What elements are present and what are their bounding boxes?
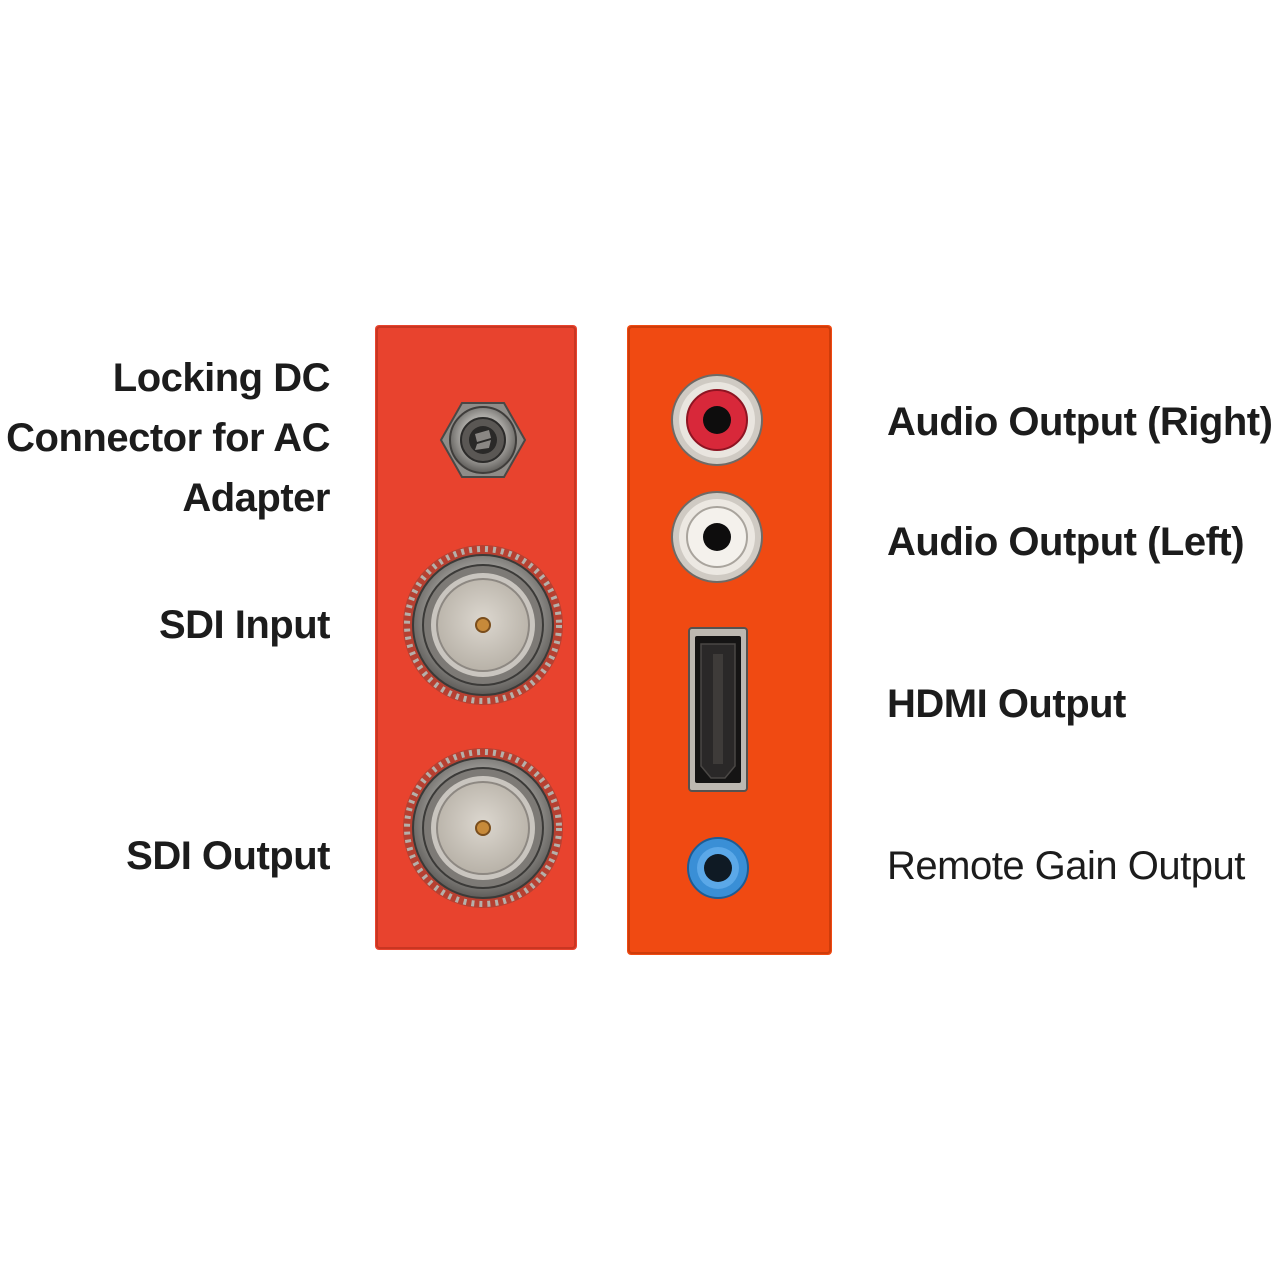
label-audio-right: Audio Output (Right) <box>887 400 1273 444</box>
label-hdmi-output: HDMI Output <box>887 682 1126 726</box>
label-sdi-output: SDI Output <box>126 834 330 878</box>
rca-right-red-icon <box>671 374 763 466</box>
label-audio-left: Audio Output (Left) <box>887 520 1245 564</box>
hdmi-port-icon <box>688 627 748 792</box>
right-connector-panel <box>627 325 832 955</box>
label-remote-gain-output: Remote Gain Output <box>887 844 1245 888</box>
label-sdi-input: SDI Input <box>158 603 331 647</box>
sdi-output-bnc-icon <box>403 748 563 908</box>
left-connector-panel <box>375 325 577 950</box>
label-dc-line1: Locking DC <box>112 356 331 400</box>
label-dc-line3: Adapter <box>182 476 330 520</box>
rca-left-white-icon <box>671 491 763 583</box>
sdi-input-bnc-icon <box>403 545 563 705</box>
label-dc-line2: Connector for AC <box>6 416 330 460</box>
remote-gain-jack-icon <box>687 837 749 899</box>
dc-connector-icon <box>439 402 527 478</box>
